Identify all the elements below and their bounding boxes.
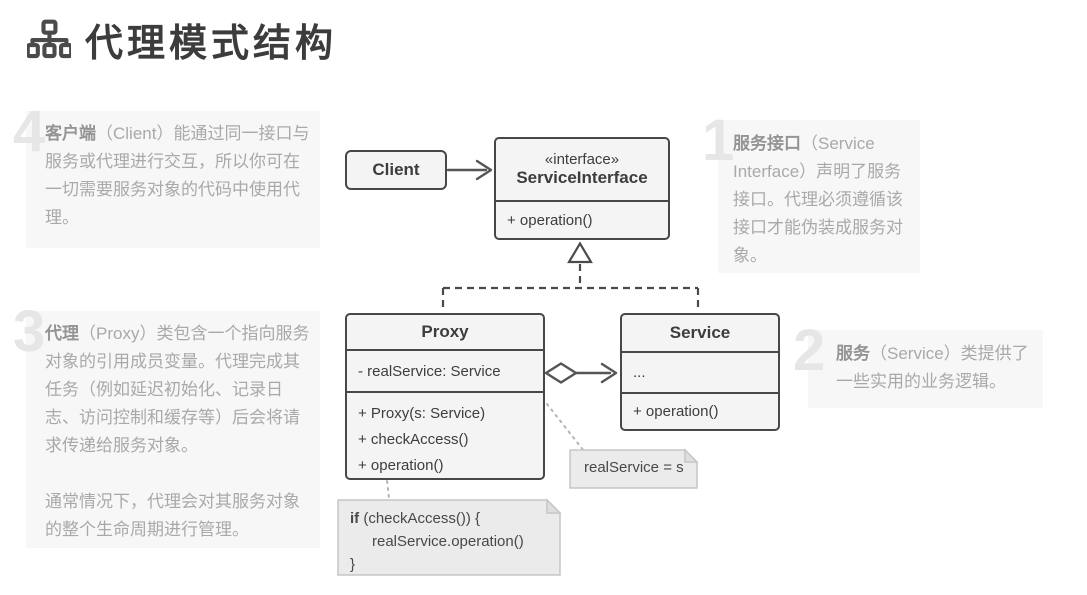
- note-connector-assign: [546, 403, 585, 452]
- callout-4-body: （Client）能通过同一接口与服务或代理进行交互，所以你可在一切需要服务对象的…: [45, 124, 310, 227]
- aggregation-arrowhead-icon: [600, 362, 618, 384]
- interface-class-name: ServiceInterface: [516, 168, 648, 187]
- interface-class-box: «interface» ServiceInterface + operation…: [494, 137, 670, 240]
- callout-4-number: 4: [13, 99, 46, 164]
- title-bar: 代理模式结构: [27, 12, 337, 67]
- aggregation-connector-proxy-service: [544, 362, 618, 384]
- callout-1-body: （Service Interface）声明了服务接口。代理必须遵循该接口才能伪装…: [733, 134, 903, 265]
- note-fold-icon: [684, 448, 699, 463]
- interface-method: + operation(): [507, 211, 593, 229]
- callout-2-lead: 服务: [836, 344, 870, 363]
- note-code-line1-rest: (checkAccess()) {: [359, 510, 481, 527]
- service-class-box: Service ... + operation(): [620, 313, 780, 431]
- service-field: ...: [622, 353, 778, 394]
- callout-2-number: 2: [793, 318, 826, 383]
- note-code-line3: }: [350, 556, 356, 573]
- callout-3-body: （Proxy）类包含一个指向服务对象的引用成员变量。代理完成其任务（例如延迟初始…: [45, 324, 310, 455]
- callout-2-panel: [808, 330, 1043, 408]
- callout-3-text: 代理（Proxy）类包含一个指向服务对象的引用成员变量。代理完成其任务（例如延迟…: [45, 320, 313, 544]
- note-code-line2: realService.operation(): [372, 533, 524, 550]
- interface-class-header: «interface» ServiceInterface: [496, 139, 668, 202]
- proxy-method: + Proxy(s: Service): [358, 405, 486, 422]
- note-assign-text: realService = s: [584, 459, 684, 476]
- aggregation-diamond-icon: [544, 362, 578, 384]
- realization-connector: [441, 241, 700, 312]
- callout-4-text: 客户端（Client）能通过同一接口与服务或代理进行交互，所以你可在一切需要服务…: [45, 120, 313, 232]
- callout-3-number: 3: [13, 299, 46, 364]
- interface-stereotype: «interface»: [544, 151, 620, 168]
- callout-3-panel: [26, 311, 320, 548]
- callout-1-lead: 服务接口: [733, 134, 801, 153]
- client-class-name: Client: [372, 160, 420, 179]
- proxy-field: - realService: Service: [347, 351, 543, 393]
- callout-3-para1: 代理（Proxy）类包含一个指向服务对象的引用成员变量。代理完成其任务（例如延迟…: [45, 320, 313, 460]
- proxy-class-box: Proxy - realService: Service + Proxy(s: …: [345, 313, 545, 480]
- callout-3-para2: 通常情况下，代理会对其服务对象的整个生命周期进行管理。: [45, 492, 300, 539]
- association-arrow-client-interface: [446, 159, 493, 181]
- callout-4-lead: 客户端: [45, 124, 96, 143]
- proxy-methods: + Proxy(s: Service) + checkAccess() + op…: [347, 393, 543, 487]
- callout-1-panel: [718, 120, 920, 273]
- note-fold-icon: [546, 498, 562, 514]
- callout-2-text: 服务（Service）类提供了一些实用的业务逻辑。: [836, 340, 1042, 396]
- proxy-class-name: Proxy: [421, 322, 469, 341]
- proxy-method: + checkAccess(): [358, 431, 469, 448]
- note-code-text: if (checkAccess()) { realService.operati…: [350, 507, 524, 576]
- proxy-method: + operation(): [358, 457, 444, 474]
- callout-3-lead: 代理: [45, 324, 79, 343]
- service-class-name: Service: [669, 323, 731, 342]
- note-code-line1: if (checkAccess()) {: [350, 507, 524, 530]
- proxy-class-header: Proxy: [347, 315, 543, 351]
- callout-4-panel: [26, 111, 320, 248]
- callout-1-number: 1: [702, 108, 735, 173]
- realization-triangle-icon: [567, 241, 593, 264]
- client-class-box: Client: [345, 150, 447, 190]
- callout-1-text: 服务接口（Service Interface）声明了服务接口。代理必须遵循该接口…: [733, 130, 909, 270]
- note-connector-code: [386, 480, 390, 499]
- sitemap-icon: [27, 19, 71, 58]
- note-shape-code: [337, 498, 562, 576]
- note-shape-assign: [569, 448, 699, 489]
- note-code-if-keyword: if: [350, 510, 360, 527]
- page-title: 代理模式结构: [85, 23, 338, 65]
- callout-2-body: （Service）类提供了一些实用的业务逻辑。: [836, 344, 1029, 391]
- service-class-header: Service: [622, 315, 778, 353]
- service-method: + operation(): [633, 403, 719, 420]
